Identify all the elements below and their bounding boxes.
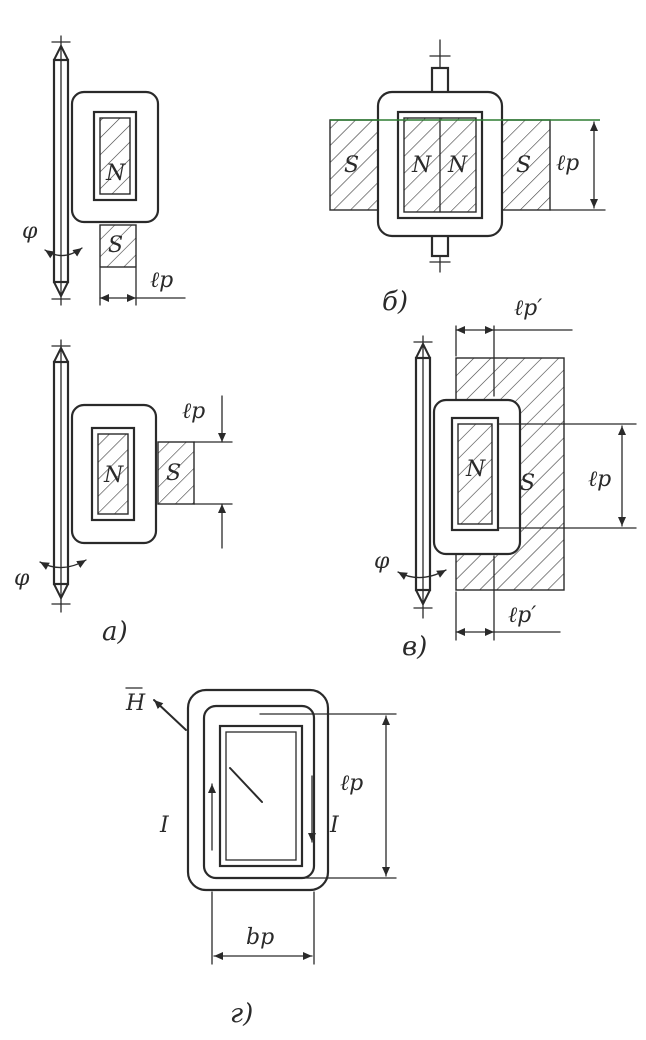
figure-top-left: φ N S ℓp xyxy=(22,35,186,306)
south-label-left: S xyxy=(344,153,359,178)
current-label-left: I xyxy=(159,813,170,838)
north-label: N xyxy=(465,457,486,482)
north-label-right: N xyxy=(447,153,468,178)
figure-top-right: S S N N ℓp б) xyxy=(329,39,606,317)
lp-prime-label-top: ℓp′ xyxy=(514,296,542,321)
pole-south-right xyxy=(501,119,551,211)
caption-v: в) xyxy=(402,632,427,662)
caption-b: б) xyxy=(382,287,408,317)
south-label: S xyxy=(520,471,535,496)
lp-label: ℓp xyxy=(556,151,579,176)
caption-g: г) xyxy=(230,999,253,1029)
north-label-left: N xyxy=(411,153,432,178)
field-indicator xyxy=(229,767,263,803)
lp-label: ℓp xyxy=(588,467,611,492)
south-label-right: S xyxy=(516,153,531,178)
bp-label: bp xyxy=(246,925,274,950)
field-vector-arrow xyxy=(153,699,187,731)
south-label: S xyxy=(108,233,123,258)
pole-south xyxy=(157,441,195,505)
north-label: N xyxy=(103,463,124,488)
figure-middle-left: φ N S ℓp а) xyxy=(14,339,233,647)
lp-label: ℓp xyxy=(340,771,363,796)
lp-prime-label-bottom: ℓp′ xyxy=(508,603,536,628)
phi-label: φ xyxy=(22,219,38,244)
lp-label: ℓp xyxy=(150,268,173,293)
figure-bottom: H I I ℓp bp г) xyxy=(125,687,397,1029)
coil-window xyxy=(218,724,304,868)
south-label: S xyxy=(166,461,181,486)
field-label: H xyxy=(125,691,146,716)
lp-label: ℓp xyxy=(182,399,205,424)
magnet-north xyxy=(97,433,129,515)
pole-south xyxy=(99,224,137,268)
phi-label: φ xyxy=(14,566,30,591)
north-label: N xyxy=(105,161,126,186)
figure-middle-right: S φ N ℓp′ ℓp ℓp′ в) xyxy=(374,296,637,662)
current-label-right: I xyxy=(329,813,340,838)
magnet-north xyxy=(457,423,493,525)
caption-a: а) xyxy=(102,617,128,647)
magnet-north xyxy=(99,117,131,195)
axle xyxy=(51,35,71,306)
phi-label: φ xyxy=(374,549,390,574)
pole-south-left xyxy=(329,119,379,211)
